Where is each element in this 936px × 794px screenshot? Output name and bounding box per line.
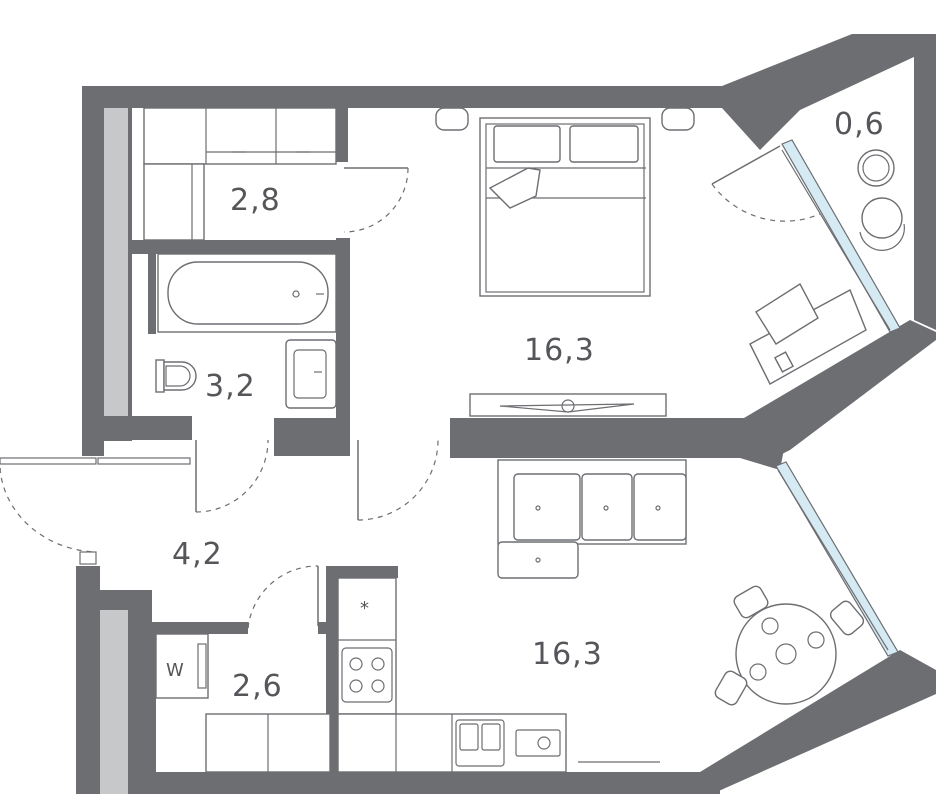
sofa [497, 459, 687, 579]
room-area-living-kitchen: 16,3 [532, 637, 603, 672]
room-area-bathroom: 3,2 [205, 369, 256, 404]
sink [285, 339, 337, 409]
room-area-wardrobe: 2,8 [230, 183, 281, 218]
bed [435, 107, 695, 297]
balcony-chairs [857, 149, 905, 251]
washer-marker: W [166, 660, 184, 681]
room-area-bedroom: 16,3 [524, 333, 595, 368]
area-labels: 2,8 3,2 16,3 0,6 4,2 2,6 16,3 W * [166, 107, 885, 704]
walls [76, 34, 936, 794]
room-area-hall: 4,2 [172, 537, 223, 572]
kitchen-counters [337, 577, 660, 773]
fridge-marker: * [360, 598, 369, 619]
tv-stand [469, 393, 667, 417]
laundry-cabinets [155, 633, 331, 773]
doors [0, 145, 821, 629]
dining-table [714, 585, 865, 706]
bathtub [157, 253, 337, 333]
windows [0, 139, 901, 657]
room-area-balcony: 0,6 [834, 107, 885, 142]
room-area-laundry: 2,6 [232, 669, 283, 704]
toilet [155, 359, 197, 393]
desk [749, 283, 867, 385]
wardrobe-closets [143, 107, 337, 241]
